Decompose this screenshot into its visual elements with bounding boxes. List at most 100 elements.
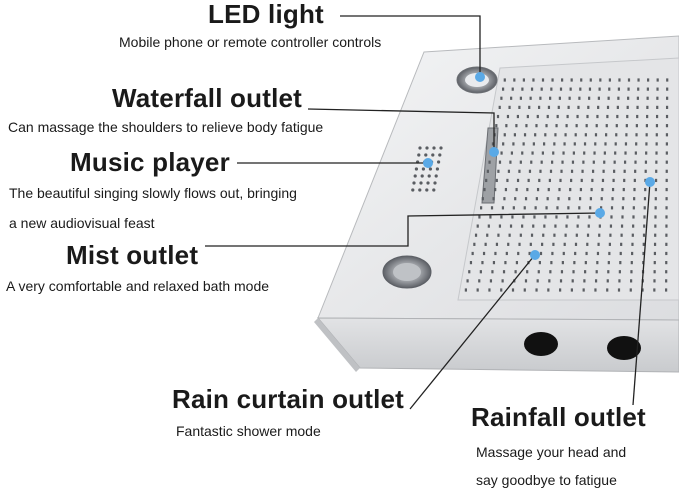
rain-nozzle <box>501 206 505 210</box>
rain-nozzle <box>536 279 539 283</box>
speaker-hole <box>437 160 441 164</box>
rain-nozzle <box>617 87 621 91</box>
rain-nozzle <box>509 160 512 164</box>
rain-nozzle <box>586 233 590 237</box>
leader-rainfall <box>632 181 651 406</box>
rain-nozzle <box>635 142 638 146</box>
rain-nozzle <box>539 96 542 100</box>
rain-nozzle <box>601 178 605 183</box>
rain-nozzle <box>486 233 489 237</box>
leader-waterfall <box>307 108 495 150</box>
rain-nozzle <box>665 169 668 173</box>
marker-rain-curtain <box>530 250 540 260</box>
rain-nozzle <box>665 270 668 274</box>
rain-nozzle <box>641 288 644 292</box>
rain-nozzle <box>488 160 491 164</box>
rain-nozzle <box>552 151 555 155</box>
rain-nozzle <box>608 242 611 246</box>
rain-nozzle <box>537 105 541 109</box>
rain-nozzle <box>532 224 535 228</box>
rain-nozzle <box>494 251 497 256</box>
rain-nozzle <box>634 160 637 164</box>
rain-nozzle <box>655 124 659 128</box>
rain-nozzle <box>478 279 481 283</box>
rain-nozzle <box>608 251 611 256</box>
rain-nozzle <box>602 169 605 173</box>
rain-nozzle <box>547 105 551 109</box>
rain-nozzle <box>644 169 647 173</box>
rain-nozzle <box>553 233 556 237</box>
rain-nozzle <box>656 105 659 109</box>
rain-nozzle <box>583 279 586 283</box>
rain-nozzle <box>518 169 521 173</box>
rain-nozzle <box>510 151 514 155</box>
mist-outlet-desc: A very comfortable and relaxed bath mode <box>6 278 270 294</box>
rain-nozzle <box>643 224 646 228</box>
rain-nozzle <box>513 78 516 82</box>
rain-nozzle <box>653 251 657 256</box>
rain-nozzle <box>556 114 559 119</box>
music-player-desc-line1: The beautiful singing slowly flows out, … <box>9 185 297 201</box>
rain-nozzle <box>490 206 494 210</box>
rain-nozzle <box>566 215 569 219</box>
rainfall-outlet-desc-line1: Massage your head and <box>476 444 627 460</box>
rain-nozzle <box>495 242 499 246</box>
rain-nozzle <box>643 206 646 210</box>
rain-nozzle <box>551 160 554 164</box>
rain-nozzle <box>558 187 561 192</box>
rain-nozzle <box>501 87 505 91</box>
rain-nozzle <box>545 206 548 210</box>
rain-nozzle <box>665 288 668 292</box>
rain-nozzle <box>630 279 633 283</box>
rain-nozzle <box>555 215 558 219</box>
rain-nozzle <box>665 233 668 237</box>
rain-nozzle <box>665 142 668 146</box>
rain-nozzle <box>618 78 621 82</box>
rain-nozzle <box>542 233 545 237</box>
rain-nozzle <box>584 270 587 274</box>
rain-nozzle <box>608 87 611 91</box>
rain-nozzle <box>491 142 495 146</box>
rain-nozzle <box>616 114 619 119</box>
rain-nozzle <box>631 242 634 246</box>
leader-led <box>340 15 481 74</box>
rain-nozzle <box>629 288 632 292</box>
rain-nozzle <box>522 215 525 219</box>
rain-nozzle <box>592 160 595 164</box>
rain-nozzle <box>636 96 639 100</box>
rain-nozzle <box>646 96 649 100</box>
rain-nozzle <box>636 105 639 109</box>
speaker-hole <box>414 167 418 171</box>
rain-nozzle <box>575 233 578 237</box>
rain-nozzle <box>534 133 537 137</box>
rain-curtain-outlet-title: Rain curtain outlet <box>172 384 405 414</box>
rain-nozzle <box>620 233 623 237</box>
rain-nozzle <box>614 142 617 146</box>
rain-nozzle <box>578 96 581 100</box>
rain-nozzle <box>597 96 600 100</box>
rain-nozzle <box>605 133 608 137</box>
rain-nozzle <box>613 169 616 173</box>
rain-nozzle <box>557 105 560 109</box>
rain-nozzle <box>603 151 606 155</box>
rain-nozzle <box>594 288 597 292</box>
rain-nozzle <box>478 215 481 219</box>
rain-nozzle <box>606 288 609 292</box>
rain-nozzle <box>594 142 597 146</box>
rain-nozzle <box>473 242 476 246</box>
rain-nozzle <box>466 279 469 283</box>
rain-nozzle <box>656 78 659 82</box>
rain-nozzle <box>523 288 526 292</box>
rain-nozzle <box>531 151 534 155</box>
rain-nozzle <box>506 114 510 119</box>
rain-nozzle <box>498 105 501 109</box>
rain-nozzle <box>497 233 500 237</box>
rain-nozzle <box>609 233 612 237</box>
rain-nozzle <box>481 197 484 201</box>
rain-nozzle <box>503 133 506 137</box>
rain-nozzle <box>646 114 649 119</box>
rain-nozzle <box>484 242 487 246</box>
rain-nozzle <box>637 78 640 82</box>
rain-nozzle <box>634 169 637 173</box>
